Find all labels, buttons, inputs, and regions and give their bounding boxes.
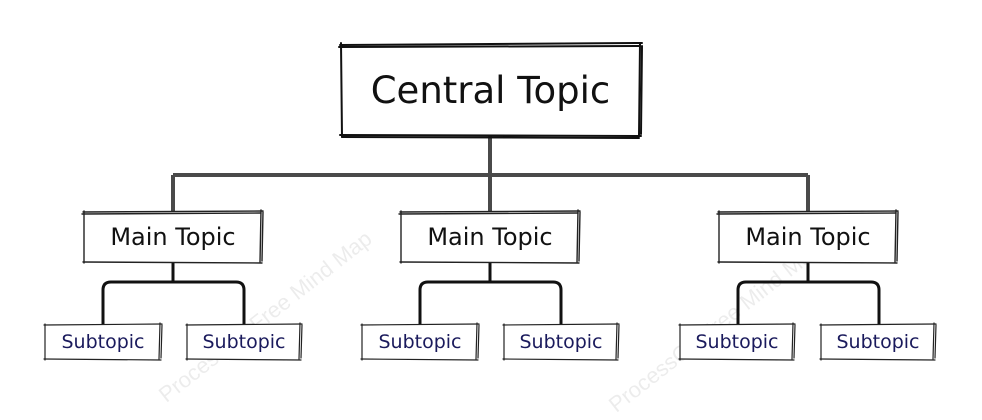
main-topic-node-2[interactable]: Main Topic [398,209,581,264]
subtopic-label: Subtopic [202,331,286,353]
subtopic-node-2-1[interactable]: Subtopic [360,322,480,361]
branch-3-bracket [736,280,881,325]
subtopic-label: Subtopic [836,331,920,353]
main-topic-outline [716,209,899,264]
subtopic-label: Subtopic [519,331,603,353]
central-to-main-connector [171,136,810,212]
subtopic-outline [43,322,163,361]
branch-1-bracket [101,280,246,325]
subtopic-outline [360,322,480,361]
central-topic-label: Central Topic [370,68,611,112]
subtopic-label: Subtopic [61,331,145,353]
central-topic-node[interactable]: Central Topic [338,42,643,139]
central-topic-outline [338,42,643,139]
subtopic-outline [819,322,937,361]
main-topic-label: Main Topic [427,223,553,251]
subtopic-label: Subtopic [378,331,462,353]
subtopic-node-3-1[interactable]: Subtopic [678,322,796,361]
branch-2-bracket [418,280,563,325]
main-topic-node-3[interactable]: Main Topic [716,209,899,264]
subtopic-node-1-2[interactable]: Subtopic [185,322,303,361]
subtopic-outline [502,322,620,361]
main-topic-label: Main Topic [745,223,871,251]
main-topic-label: Main Topic [110,223,236,251]
main-to-subtopic-connectors [101,262,881,325]
subtopic-outline [185,322,303,361]
main-topic-node-1[interactable]: Main Topic [81,209,264,264]
main-topic-outline [398,209,581,264]
main-topic-outline [81,209,264,264]
subtopic-outline [678,322,796,361]
subtopic-node-2-2[interactable]: Subtopic [502,322,620,361]
subtopic-node-1-1[interactable]: Subtopic [43,322,163,361]
subtopic-label: Subtopic [695,331,779,353]
subtopic-node-3-2[interactable]: Subtopic [819,322,937,361]
